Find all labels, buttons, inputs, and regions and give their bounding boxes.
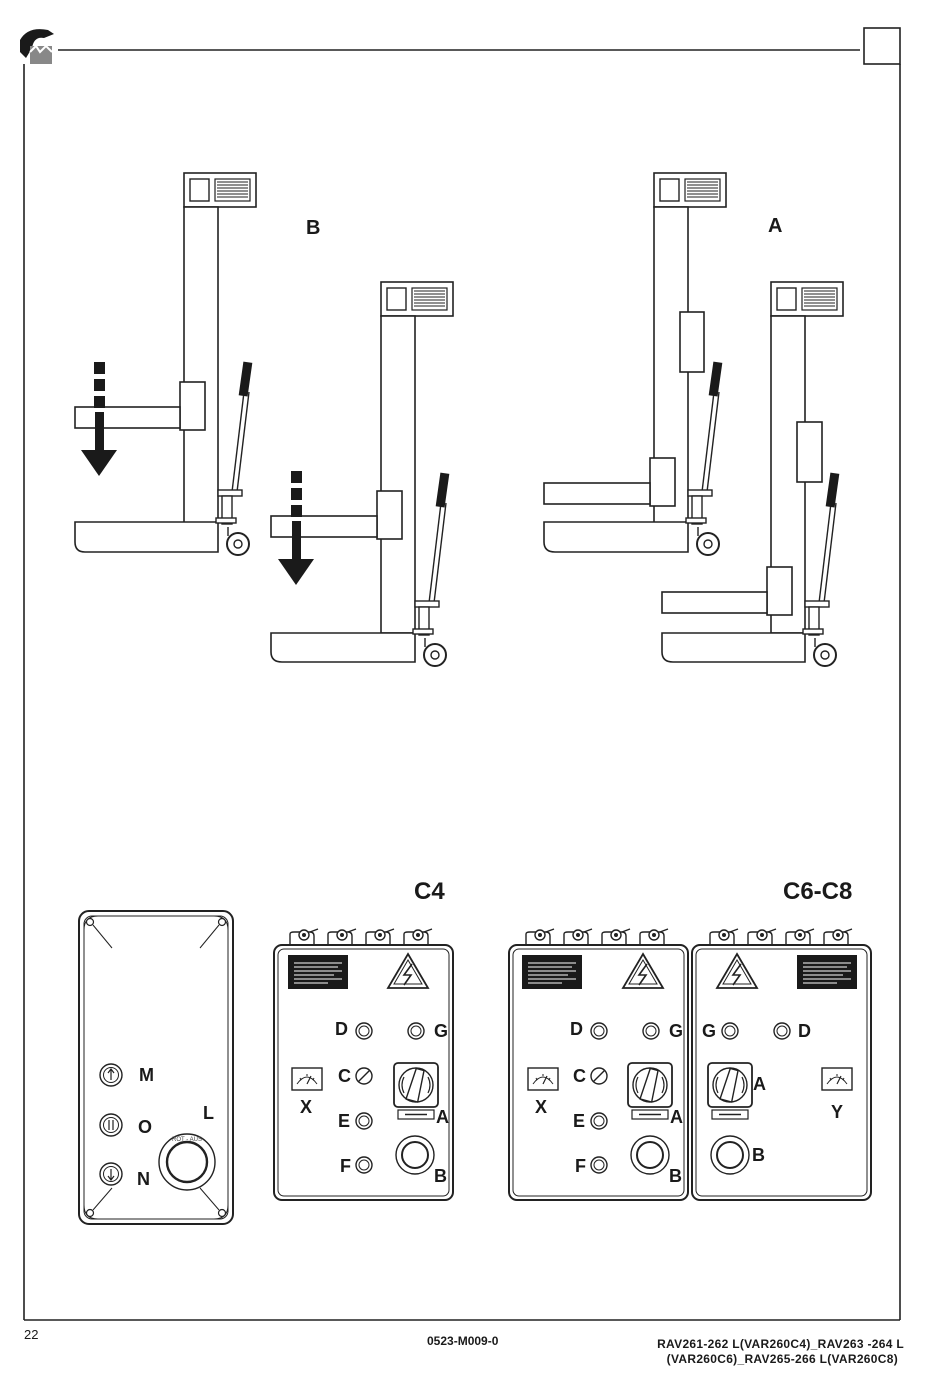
label-b: B: [306, 217, 320, 239]
lift-tall-b: [75, 173, 256, 555]
panel-c6-left: D G C X E A F B: [509, 929, 688, 1200]
lift-tall-a: [544, 173, 726, 555]
c6r-label-g: G: [702, 1021, 716, 1041]
model-line-2: (VAR260C6)_RAV265-266 L(VAR260C8): [667, 1352, 898, 1366]
updown-button-icon: [100, 1114, 122, 1136]
c6l-label-c: C: [573, 1066, 586, 1086]
c4-label-b: B: [434, 1166, 447, 1186]
up-button-icon: [100, 1064, 122, 1086]
c4-label-a: A: [436, 1107, 449, 1127]
remote-label-l: L: [203, 1103, 214, 1123]
c4-label-d: D: [335, 1019, 348, 1039]
c6l-label-d: D: [570, 1019, 583, 1039]
emergency-stop-icon: ROT - AUS: [159, 1134, 215, 1190]
model-line-1: RAV261-262 L(VAR260C4)_RAV263 -264 L: [657, 1337, 904, 1351]
c6l-label-a: A: [670, 1107, 683, 1127]
label-c4: C4: [414, 878, 445, 905]
document-code: 0523-M009-0: [427, 1334, 498, 1348]
page-box: [864, 28, 900, 64]
c6l-label-f: F: [575, 1156, 586, 1176]
brand-logo-icon: [20, 29, 54, 64]
remote-knob-text: ROT - AUS: [172, 1137, 202, 1143]
c4-label-g: G: [434, 1021, 448, 1041]
c4-label-e: E: [338, 1111, 350, 1131]
c6-c-adjust-icon: [591, 1068, 607, 1084]
c4-label-c: C: [338, 1066, 351, 1086]
remote-control: ROT - AUS M O N L: [79, 911, 233, 1224]
c6r-label-a: A: [753, 1074, 766, 1094]
remote-label-m: M: [139, 1065, 154, 1085]
label-a: A: [768, 215, 782, 237]
remote-label-n: N: [137, 1169, 150, 1189]
label-c6-c8: C6-C8: [783, 878, 852, 905]
figure-a: A: [544, 173, 843, 666]
c6r-label-y: Y: [831, 1102, 843, 1122]
c6l-label-x: X: [535, 1097, 547, 1117]
c-adjust-icon: [356, 1068, 372, 1084]
panel-c4: D G C X E A F B: [274, 929, 453, 1200]
c6l-label-b: B: [669, 1166, 682, 1186]
c6l-label-g: G: [669, 1021, 683, 1041]
c6l-label-e: E: [573, 1111, 585, 1131]
figure-b: B: [75, 173, 453, 666]
c4-label-x: X: [300, 1097, 312, 1117]
remote-label-o: O: [138, 1117, 152, 1137]
panel-c6-right: G D A Y B: [692, 929, 871, 1200]
c6r-label-d: D: [798, 1021, 811, 1041]
c4-label-f: F: [340, 1156, 351, 1176]
page-number: 22: [24, 1327, 38, 1342]
lift-short-b: [271, 282, 453, 666]
c6r-label-b: B: [752, 1145, 765, 1165]
down-button-icon: [100, 1163, 122, 1185]
